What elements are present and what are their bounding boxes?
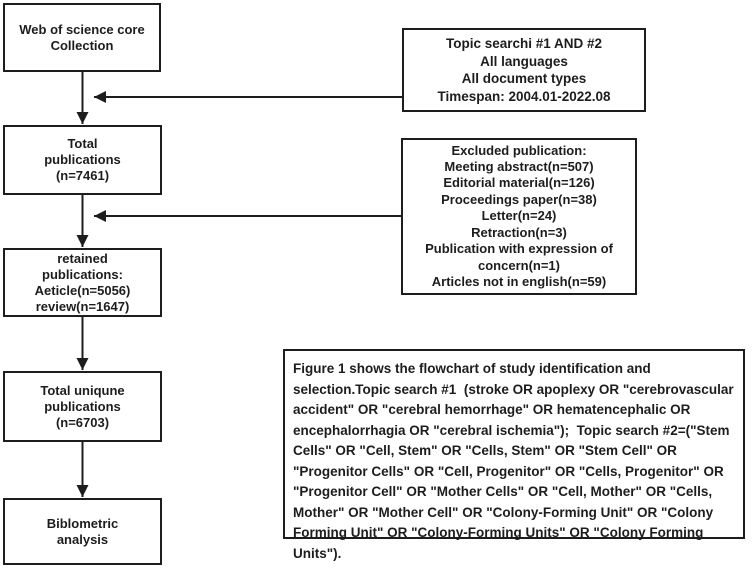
text-line: retained <box>57 250 108 266</box>
text-line: Editorial material(n=126) <box>443 175 595 191</box>
text-line: Publication with expression of <box>425 241 613 257</box>
text-line: (n=6703) <box>55 414 110 430</box>
text-line: Letter(n=24) <box>481 208 557 224</box>
text-line: Excluded publication: <box>451 142 587 158</box>
box-figure-caption: Figure 1 shows the flowchart of study id… <box>283 349 745 561</box>
text-line: Total <box>67 136 98 151</box>
text-line: publications: <box>42 266 123 282</box>
text-line: Meeting abstract(n=507) <box>444 159 594 175</box>
text-line: All document types <box>461 71 587 86</box>
text-line: Collection <box>50 37 114 53</box>
text-line: publications <box>44 398 121 414</box>
text-line: Biblometric <box>46 515 119 531</box>
text-line: Proceedings paper(n=38) <box>441 191 597 207</box>
text-line: Total uniqune <box>40 382 125 398</box>
text-line: Topic searchi #1 AND #2 <box>445 36 603 51</box>
text-line: Web of science core <box>19 21 145 37</box>
text-line: Timespan: 2004.01-2022.08 <box>437 88 611 104</box>
text-line: Articles not in english(n=59) <box>431 273 607 289</box>
text-line: Aeticle(n=5056) <box>34 282 131 298</box>
text-line: All languages <box>480 53 568 69</box>
text-line: Retraction(n=3) <box>471 224 567 240</box>
text-line: (n=7461) <box>55 168 110 183</box>
text-line: publications <box>44 152 121 167</box>
text-line: review(n=1647) <box>35 298 130 314</box>
text-line: analysis <box>56 531 109 547</box>
text-line: concern(n=1) <box>478 257 560 273</box>
box-text: Excluded publication:Meeting abstract(n=… <box>403 143 635 291</box>
figure-caption-text: Figure 1 shows the flowchart of study id… <box>293 361 738 561</box>
box-excluded-publications: Excluded publication:Meeting abstract(n=… <box>401 138 637 295</box>
